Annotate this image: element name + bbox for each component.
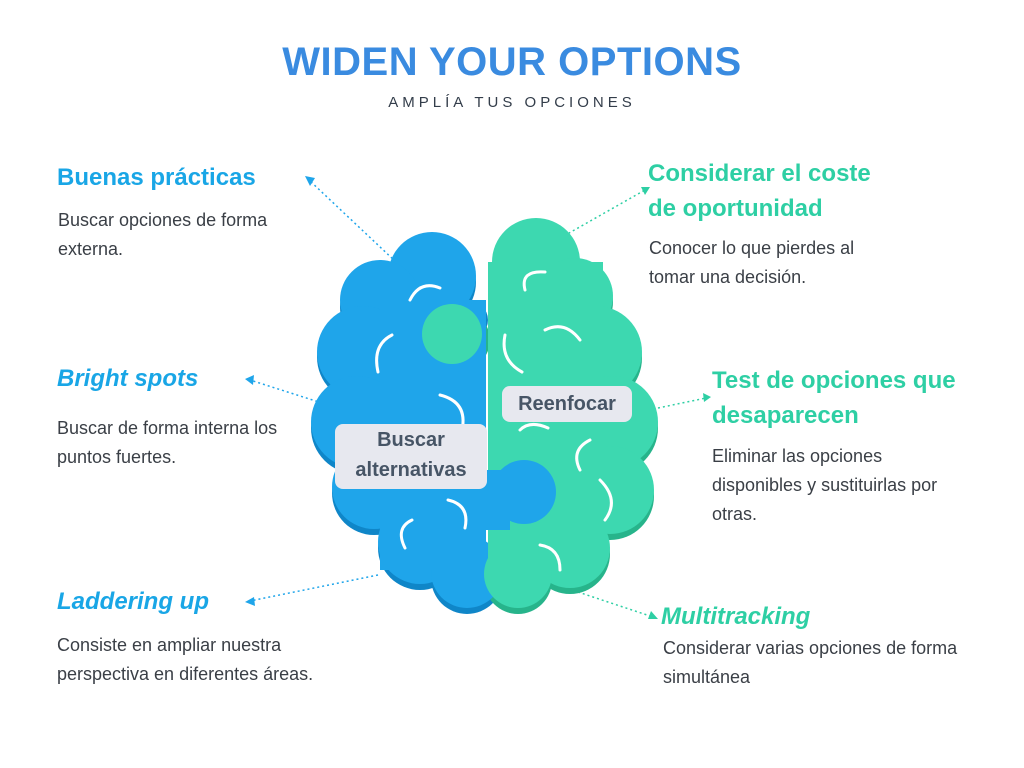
item-heading-buenas-practicas: Buenas prácticas (57, 164, 256, 191)
item-description-bright-spots: Buscar de forma interna los puntos fuert… (57, 418, 278, 467)
connector-buenas-practicas (308, 179, 397, 263)
left-lobe-overlap (470, 460, 556, 530)
item-heading-laddering-up: Laddering up (57, 588, 209, 615)
right-hemisphere-label: Reenfocar (502, 386, 632, 422)
arrow-head-laddering-up (245, 597, 255, 606)
brain-folds (338, 270, 613, 572)
arrow-head-test-opciones (703, 393, 711, 402)
left-hemisphere-label-text: Buscar alternativas (355, 429, 467, 481)
page-subtitle: AMPLÍA TUS OPCIONES (388, 94, 636, 111)
item-description-test-opciones: Eliminar las opciones disponibles y sust… (712, 446, 938, 524)
arrow-head-multitracking (648, 611, 658, 619)
item-description-coste-oportunidad: Conocer lo que pierdes al tomar una deci… (649, 238, 855, 287)
arrow-head-coste-oportunidad (641, 187, 650, 195)
left-hemisphere-label: Buscar alternativas (335, 424, 487, 489)
arrow-head-bright-spots (245, 375, 254, 385)
item-description-multitracking: Considerar varias opciones de forma simu… (663, 638, 958, 687)
connector-laddering-up (249, 574, 379, 602)
item-heading-coste-oportunidad: Considerar el coste de oportunidad (648, 160, 871, 222)
connector-test-opciones (657, 397, 707, 409)
arrow-head-buenas-practicas (305, 176, 315, 186)
page-title: WIDEN YOUR OPTIONS (282, 40, 742, 84)
item-heading-test-opciones: Test de opciones que desaparecen (712, 367, 956, 429)
item-heading-bright-spots: Bright spots (57, 365, 199, 392)
right-hemisphere-label-text: Reenfocar (518, 393, 616, 415)
item-heading-multitracking: Multitracking (661, 603, 811, 630)
connector-multitracking (577, 591, 654, 618)
item-description-laddering-up: Consiste en ampliar nuestra perspectiva … (57, 635, 314, 684)
connector-bright-spots (249, 379, 323, 404)
item-description-buenas-practicas: Buscar opciones de forma externa. (58, 210, 268, 259)
